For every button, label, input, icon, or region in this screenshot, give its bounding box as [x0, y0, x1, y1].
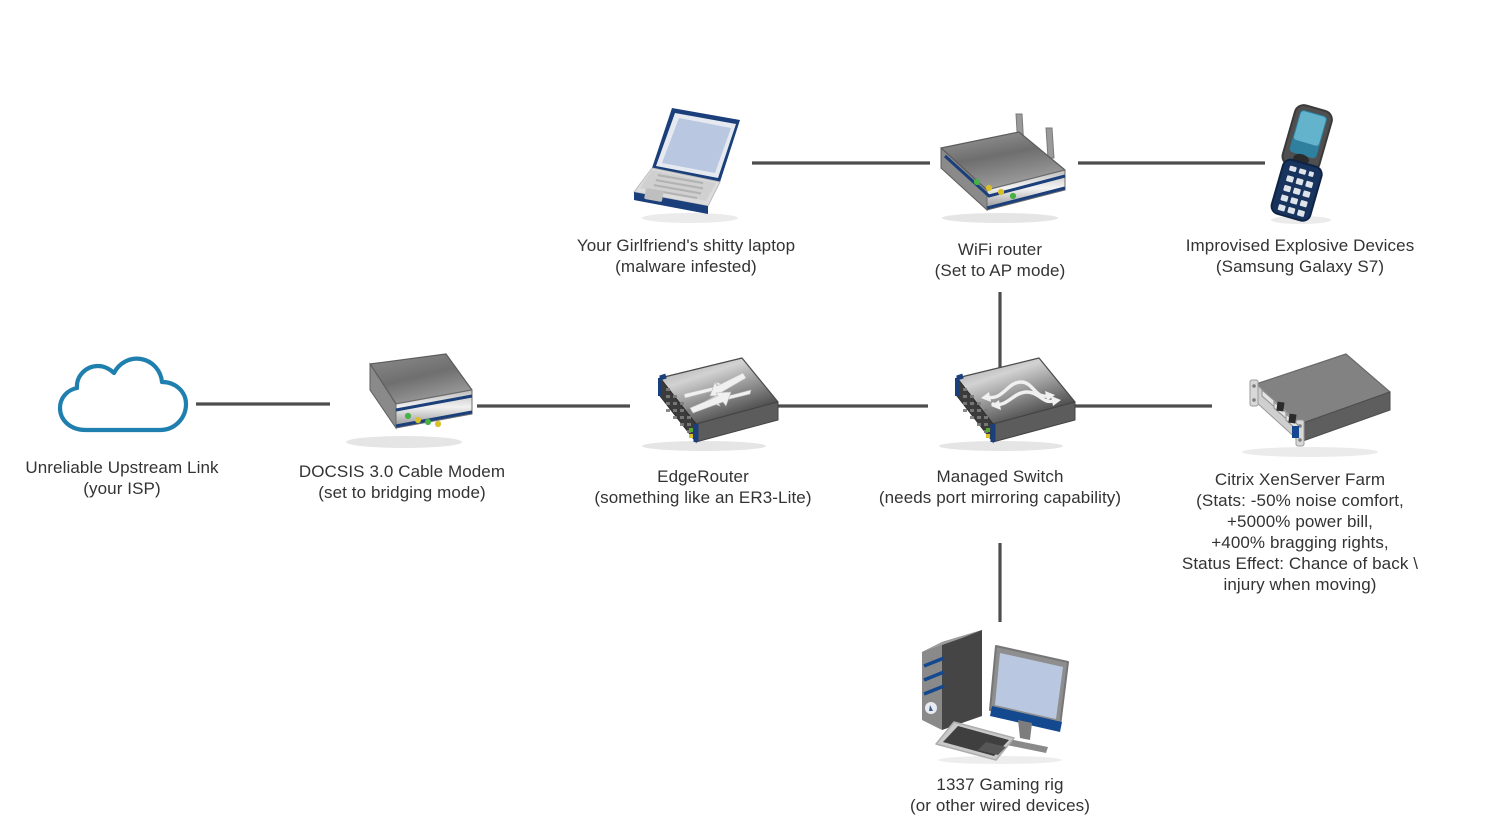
node-girlfriend-laptop[interactable]: Your Girlfriend's shitty laptop (malware… — [566, 100, 806, 277]
node-xenserver-farm[interactable]: Citrix XenServer Farm (Stats: -50% noise… — [1155, 340, 1445, 595]
label-line: Status Effect: Chance of back \ — [1181, 554, 1419, 573]
node-isp-cloud[interactable]: Unreliable Upstream Link (your ISP) — [0, 352, 244, 499]
node-label-edge-router: EdgeRouter (something like an ER3-Lite) — [594, 466, 811, 508]
wifi-router-icon — [915, 100, 1085, 235]
label-line: +400% bragging rights, — [1211, 533, 1389, 552]
cable-modem-icon — [322, 352, 482, 457]
label-line: (or other wired devices) — [909, 796, 1091, 815]
cloud-icon — [42, 352, 202, 453]
label-line: injury when moving) — [1223, 575, 1377, 594]
label-line: 1337 Gaming rig — [936, 775, 1064, 794]
node-label-girlfriend-laptop: Your Girlfriend's shitty laptop (malware… — [577, 235, 795, 277]
label-line: (Stats: -50% noise comfort, — [1196, 491, 1404, 510]
label-line: (set to bridging mode) — [318, 483, 486, 502]
label-line: (malware infested) — [615, 257, 757, 276]
node-label-isp-cloud: Unreliable Upstream Link (your ISP) — [25, 457, 218, 499]
desktop-computer-icon — [900, 620, 1100, 770]
node-wifi-router[interactable]: WiFi router (Set to AP mode) — [890, 100, 1110, 281]
label-line: +5000% power bill, — [1227, 512, 1373, 531]
node-label-gaming-rig: 1337 Gaming rig (or other wired devices) — [910, 774, 1090, 816]
label-line: (Samsung Galaxy S7) — [1215, 257, 1385, 276]
server-icon — [1200, 340, 1400, 465]
label-line: (your ISP) — [83, 479, 161, 498]
flip-phone-icon — [1245, 100, 1355, 231]
label-line: (needs port mirroring capability) — [878, 488, 1122, 507]
node-label-ied-phone: Improvised Explosive Devices (Samsung Ga… — [1186, 235, 1415, 277]
node-label-managed-switch: Managed Switch (needs port mirroring cap… — [879, 466, 1121, 508]
label-line: (something like an ER3-Lite) — [594, 488, 812, 507]
node-label-wifi-router: WiFi router (Set to AP mode) — [935, 239, 1066, 281]
label-line: Managed Switch — [936, 467, 1064, 486]
router-icon — [618, 352, 788, 462]
node-label-cable-modem: DOCSIS 3.0 Cable Modem (set to bridging … — [299, 461, 505, 503]
node-cable-modem[interactable]: DOCSIS 3.0 Cable Modem (set to bridging … — [280, 352, 524, 503]
label-line: Improvised Explosive Devices — [1185, 236, 1415, 255]
node-label-xenserver-farm: Citrix XenServer Farm (Stats: -50% noise… — [1182, 469, 1418, 595]
label-line: EdgeRouter — [657, 467, 749, 486]
laptop-icon — [616, 100, 756, 231]
label-line: Unreliable Upstream Link — [25, 458, 219, 477]
label-line: WiFi router — [957, 240, 1043, 259]
node-managed-switch[interactable]: Managed Switch (needs port mirroring cap… — [862, 352, 1138, 508]
label-line: (Set to AP mode) — [934, 261, 1066, 280]
switch-icon — [915, 352, 1085, 462]
label-line: Citrix XenServer Farm — [1214, 470, 1386, 489]
node-ied-phone[interactable]: Improvised Explosive Devices (Samsung Ga… — [1172, 100, 1428, 277]
node-gaming-rig[interactable]: 1337 Gaming rig (or other wired devices) — [880, 620, 1120, 816]
label-line: Your Girlfriend's shitty laptop — [576, 236, 796, 255]
node-edge-router[interactable]: EdgeRouter (something like an ER3-Lite) — [575, 352, 831, 508]
label-line: DOCSIS 3.0 Cable Modem — [298, 462, 506, 481]
